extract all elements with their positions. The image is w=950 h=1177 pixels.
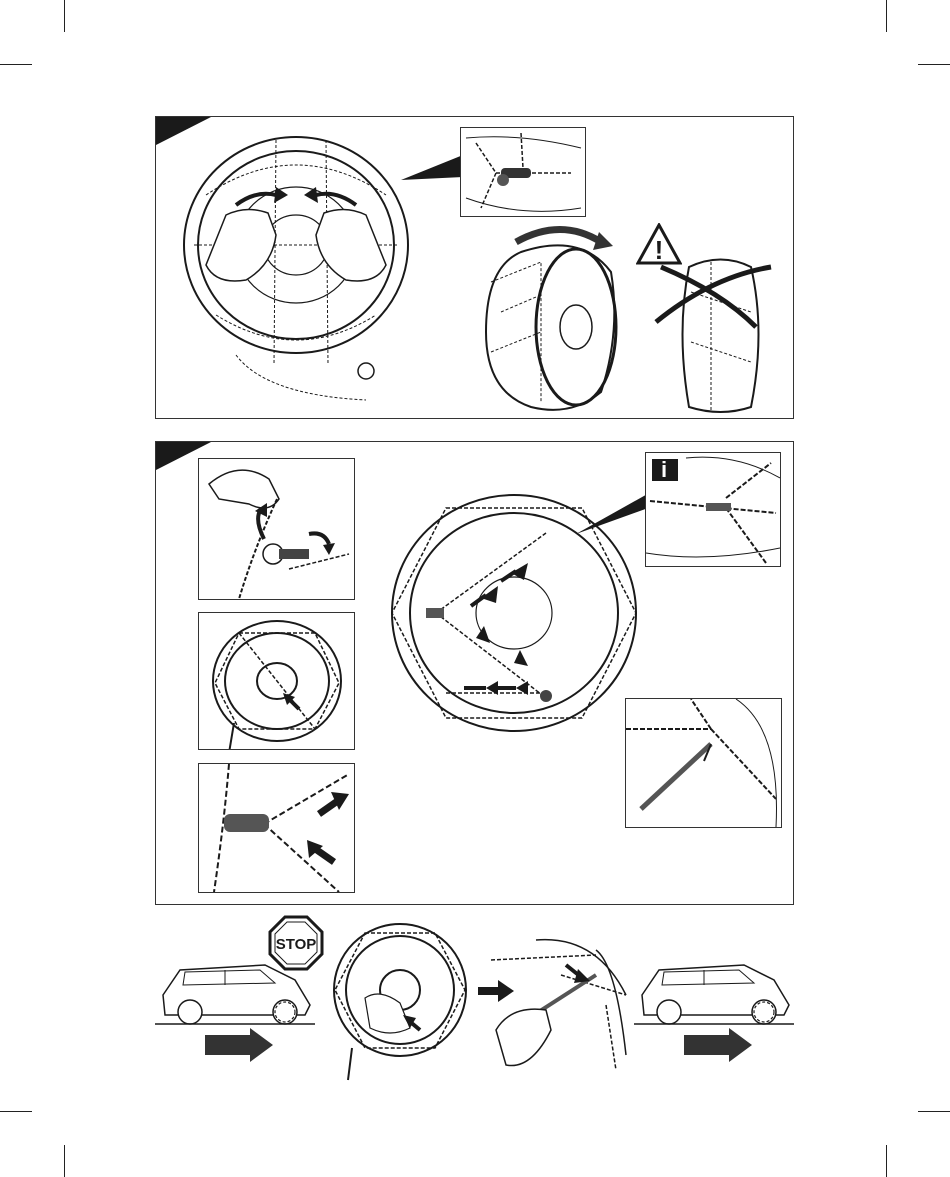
callout-pointer [576, 492, 651, 537]
crop-mark [0, 1111, 32, 1112]
tensioner-detail-inset [198, 458, 355, 600]
callout-pointer [401, 155, 463, 185]
step-2-panel: i [155, 441, 794, 905]
car-forward-again-icon [634, 950, 794, 1065]
info-inset: i [645, 452, 781, 567]
crop-mark [886, 1145, 887, 1177]
crop-mark [918, 64, 950, 65]
crop-mark [64, 1145, 65, 1177]
chain-link-detail-inset [460, 127, 586, 217]
crop-mark [886, 0, 887, 32]
stop-sign-text: STOP [276, 936, 317, 953]
tensioner-detail-icon [199, 459, 354, 599]
incorrect-fitting-icon [651, 252, 776, 417]
tighten-strap-icon [486, 935, 631, 1070]
step-1-panel: ! [155, 116, 794, 419]
stop-sign-icon: STOP [268, 915, 324, 971]
crop-mark [918, 1111, 950, 1112]
chain-junction-inset [198, 763, 355, 893]
wheel-front-inset [198, 612, 355, 750]
retighten-wheel-icon [330, 918, 470, 1083]
tension-strap-inset [625, 698, 782, 828]
crop-mark [64, 0, 65, 32]
crop-mark [0, 64, 32, 65]
chain-junction-icon [199, 764, 354, 892]
info-chain-detail [646, 453, 780, 566]
hands-connecting-chain-icon [176, 135, 416, 415]
tension-strap-icon [626, 699, 781, 827]
wheel-front-icon [199, 613, 354, 749]
chain-link-detail-icon [461, 128, 585, 216]
rolling-wheel-icon [481, 222, 621, 417]
